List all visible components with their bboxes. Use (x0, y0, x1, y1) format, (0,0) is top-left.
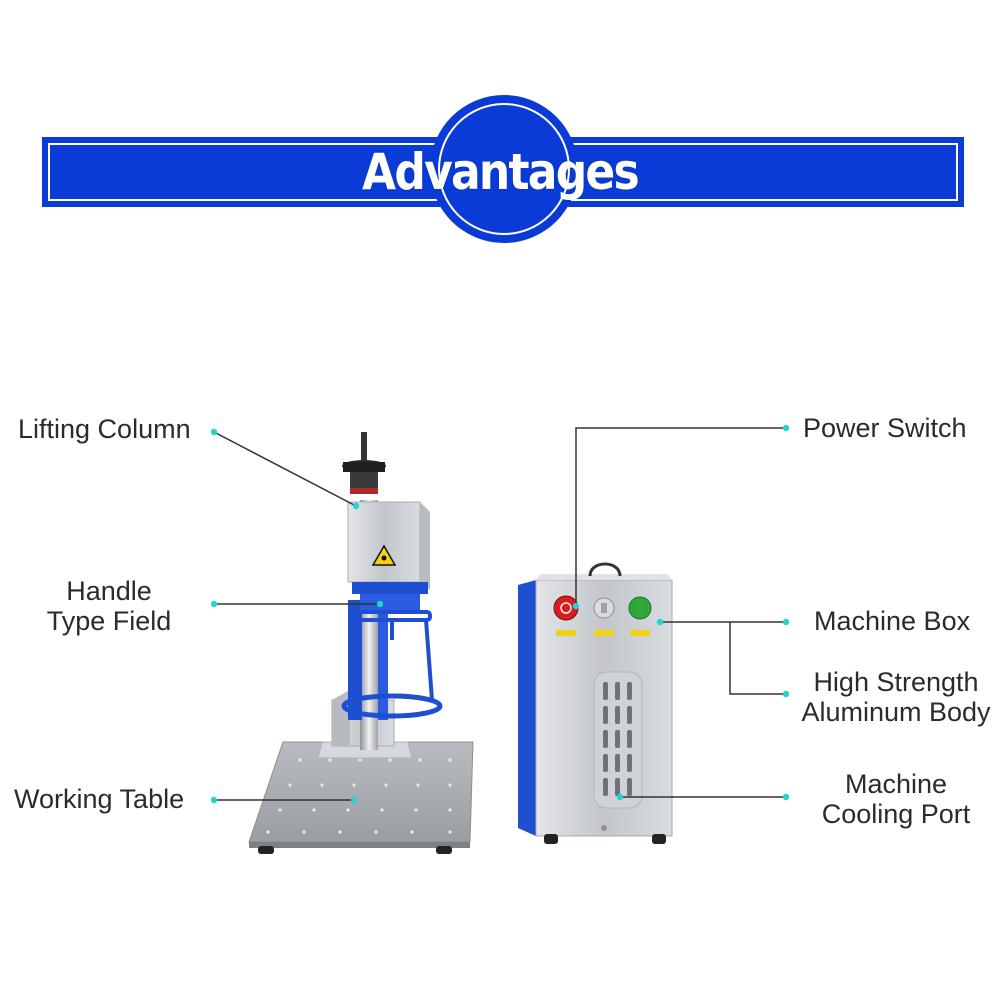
leader-lines (213, 427, 786, 801)
label-machine-cooling-port: Machine Cooling Port (806, 769, 986, 829)
label-machine-box: Machine Box (814, 606, 971, 636)
table-holes (266, 758, 452, 834)
label-cooling-line2: Cooling Port (821, 799, 971, 829)
marking-head-unit (248, 432, 474, 854)
emergency-stop-icon (553, 595, 579, 621)
power-button-icon (628, 596, 652, 620)
label-high-strength-body: High Strength Aluminum Body (795, 667, 997, 727)
label-cooling-line1: Machine (844, 769, 948, 799)
leader-dots (210, 424, 790, 804)
label-high-strength-line1: High Strength (813, 667, 979, 697)
label-handle-line2: Type Field (46, 606, 172, 636)
banner-circle-badge (430, 95, 578, 243)
leader-lifting-column (213, 431, 357, 507)
laser-source-box (518, 562, 673, 844)
label-power-switch: Power Switch (803, 413, 967, 443)
label-working-table: Working Table (14, 784, 185, 814)
key-switch-icon (593, 597, 615, 619)
label-high-strength-line2: Aluminum Body (801, 697, 991, 727)
banner-title: Advantages (362, 143, 640, 201)
laser-warning-icon (371, 544, 397, 566)
leader-power-switch (575, 427, 786, 606)
leader-high-strength (729, 622, 786, 695)
label-handle-line1: Handle (66, 576, 152, 606)
label-handle-type-field: Handle Type Field (34, 576, 184, 636)
cooling-vent-slots (603, 682, 632, 796)
label-lifting-column: Lifting Column (18, 414, 191, 444)
